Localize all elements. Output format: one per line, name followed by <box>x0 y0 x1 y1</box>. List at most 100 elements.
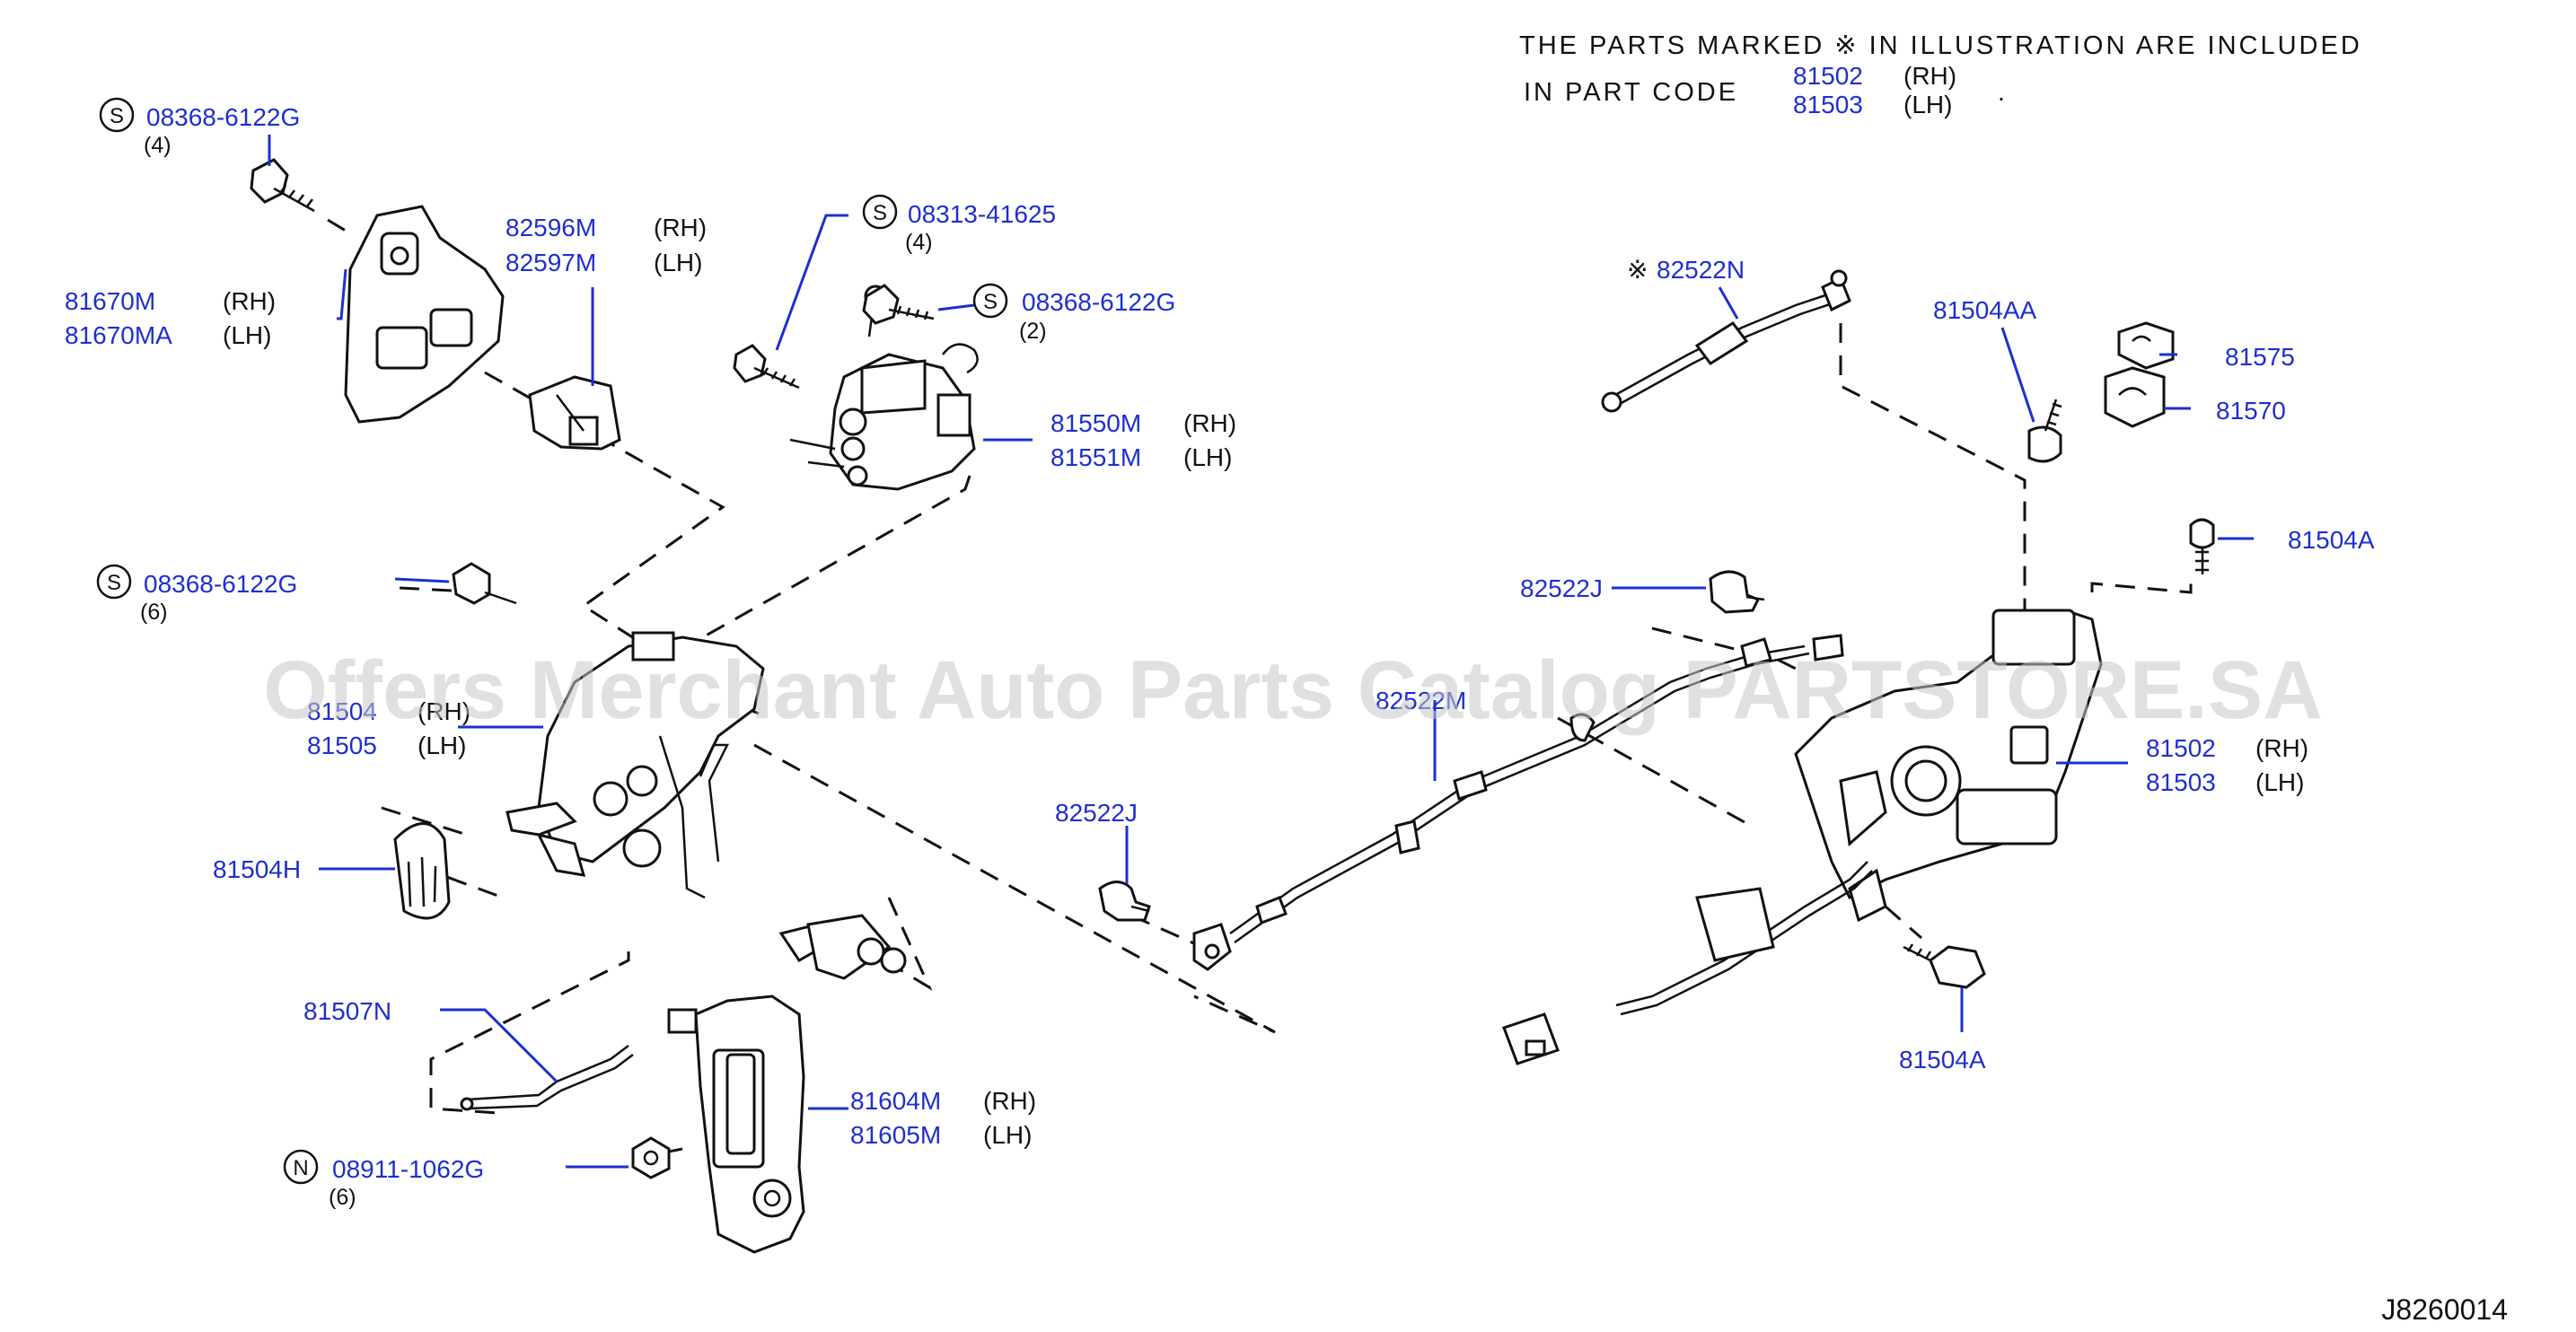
bracket-81670-icon <box>344 205 505 424</box>
side-rh: (RH) <box>654 214 707 241</box>
note-side-rh: (RH) <box>1903 62 1956 90</box>
part-number-lh[interactable]: 81605M <box>850 1121 941 1149</box>
part-number-rh[interactable]: 81670M <box>65 287 155 315</box>
callout-bolt-81504AA: 81504AA <box>1933 296 2037 324</box>
callout-clip-82522J-upper: 82522J <box>1520 574 1603 602</box>
part-number[interactable]: 81504AA <box>1933 296 2037 324</box>
part-number[interactable]: 82522J <box>1055 799 1138 827</box>
bolt-08368-left-mid-icon <box>452 562 517 605</box>
side-lh: (LH) <box>223 321 271 349</box>
part-number[interactable]: 08911-1062G <box>332 1155 484 1183</box>
note-code-rh[interactable]: 81502 <box>1793 62 1863 90</box>
leader-lines <box>268 135 2254 1169</box>
quantity: (4) <box>905 230 933 255</box>
callout-part-81570: 81570 <box>2216 397 2286 425</box>
s-badge-icon <box>862 194 898 230</box>
part-number[interactable]: 81504A <box>2288 526 2375 554</box>
part-number[interactable]: 81504A <box>1899 1046 1986 1073</box>
part-number[interactable]: 81570 <box>2216 397 2286 425</box>
side-rh: (RH) <box>2255 734 2308 762</box>
callout-cable-82522M: 82522M <box>1376 687 1466 714</box>
callout-cable-82522N: ※ 82522N <box>1627 256 1745 284</box>
part-number-rh[interactable]: 81502 <box>2146 734 2216 762</box>
note-line-2: IN PART CODE <box>1524 78 1738 107</box>
side-lh: (LH) <box>983 1121 1032 1149</box>
callout-bolt-08368-top-left: S 08368-6122G (4) <box>99 97 300 158</box>
callout-part-81575: 81575 <box>2225 343 2295 371</box>
badge-letter: N <box>293 1156 308 1180</box>
part-number[interactable]: 08313-41625 <box>908 200 1056 228</box>
part-number-rh[interactable]: 82596M <box>506 214 596 241</box>
part-number-lh[interactable]: 81503 <box>2146 768 2216 796</box>
callout-bolt-08368-left-mid: S 08368-6122G (6) <box>96 564 297 625</box>
part-number-rh[interactable]: 81504 <box>307 697 377 725</box>
part-number[interactable]: 08368-6122G <box>1022 288 1175 316</box>
callout-screw-08313: S 08313-41625 (4) <box>862 194 1056 255</box>
part-number-rh[interactable]: 81604M <box>850 1087 941 1115</box>
callout-part-82596: 82596M (RH) 82597M (LH) <box>506 214 707 276</box>
bolt-08368-mid-icon <box>862 284 979 374</box>
side-lh: (LH) <box>654 249 702 276</box>
included-mark-icon: ※ <box>1627 256 1648 284</box>
closure-81502-icon <box>1502 609 2103 1065</box>
note-code-lh[interactable]: 81503 <box>1793 91 1863 118</box>
quantity: (4) <box>144 133 171 158</box>
side-rh: (RH) <box>1183 409 1236 437</box>
quantity: (6) <box>140 600 168 625</box>
side-rh: (RH) <box>223 287 276 315</box>
part-number[interactable]: 81507N <box>303 997 391 1025</box>
cable-82522N-icon <box>1601 269 1851 413</box>
callout-nut-08911: N 08911-1062G (6) <box>283 1149 484 1210</box>
lock-cylinder-icon <box>778 914 907 980</box>
callout-bracket-81670: 81670M (RH) 81670MA (LH) <box>65 287 276 349</box>
bolt-81504AA-icon <box>2027 399 2062 463</box>
side-rh: (RH) <box>983 1087 1036 1115</box>
s-badge-icon <box>96 564 132 600</box>
badge-letter: S <box>107 571 121 595</box>
badge-letter: S <box>983 290 998 314</box>
part-number[interactable]: 82522N <box>1657 256 1745 284</box>
part-number-lh[interactable]: 81505 <box>307 732 377 759</box>
diagram-id: J8260014 <box>2381 1293 2508 1326</box>
note-line-1: THE PARTS MARKED ※ IN ILLUSTRATION ARE I… <box>1519 31 2362 60</box>
part-number[interactable]: 82522M <box>1376 687 1466 714</box>
callout-rod-81507N: 81507N <box>303 997 391 1025</box>
clip-82522J-lower-icon <box>1098 881 1151 922</box>
n-badge-icon <box>283 1149 319 1185</box>
callout-actuator-81550: 81550M (RH) 81551M (LH) <box>1051 409 1236 471</box>
callout-handle-81604: 81604M (RH) 81605M (LH) <box>850 1087 1036 1149</box>
handle-81604-icon <box>667 995 805 1254</box>
rod-81507N-icon <box>460 1045 634 1111</box>
side-lh: (LH) <box>1183 443 1232 471</box>
part-number-lh[interactable]: 81551M <box>1051 443 1141 471</box>
part-number[interactable]: 81504H <box>213 855 301 883</box>
callout-bolt-81504A-upper: 81504A <box>2288 526 2375 554</box>
callout-bolt-81504A-lower: 81504A <box>1899 1046 1986 1073</box>
part-number[interactable]: 08368-6122G <box>146 103 300 131</box>
callout-closure-81502: 81502 (RH) 81503 (LH) <box>2146 734 2308 796</box>
side-rh: (RH) <box>418 697 470 725</box>
callout-clip-82522J-lower: 82522J <box>1055 799 1138 827</box>
part-number[interactable]: 08368-6122G <box>144 570 297 598</box>
part-number-lh[interactable]: 82597M <box>506 249 596 276</box>
s-badge-icon <box>99 97 135 133</box>
callout-bolt-08368-mid: S 08368-6122G (2) <box>972 283 1175 344</box>
part-number-lh[interactable]: 81670MA <box>65 321 172 349</box>
side-lh: (LH) <box>418 732 466 759</box>
actuator-81550-icon <box>789 353 976 491</box>
part-number[interactable]: 82522J <box>1520 574 1603 602</box>
quantity: (6) <box>329 1185 356 1210</box>
note-side-lh: (LH) <box>1903 91 1952 118</box>
nut-08911-icon <box>631 1136 671 1179</box>
badge-letter: S <box>873 201 887 225</box>
part-number[interactable]: 81575 <box>2225 343 2295 371</box>
bolt-81504A-upper-icon <box>2189 518 2215 574</box>
part-82596-icon <box>528 375 621 451</box>
grommet-81504H-icon <box>393 822 451 920</box>
part-81575-icon <box>2117 321 2175 370</box>
part-number-rh[interactable]: 81550M <box>1051 409 1141 437</box>
latch-81504-icon <box>506 631 765 899</box>
callout-latch-81504: 81504 (RH) 81505 (LH) <box>307 697 470 759</box>
clip-82522J-upper-icon <box>1709 570 1765 614</box>
